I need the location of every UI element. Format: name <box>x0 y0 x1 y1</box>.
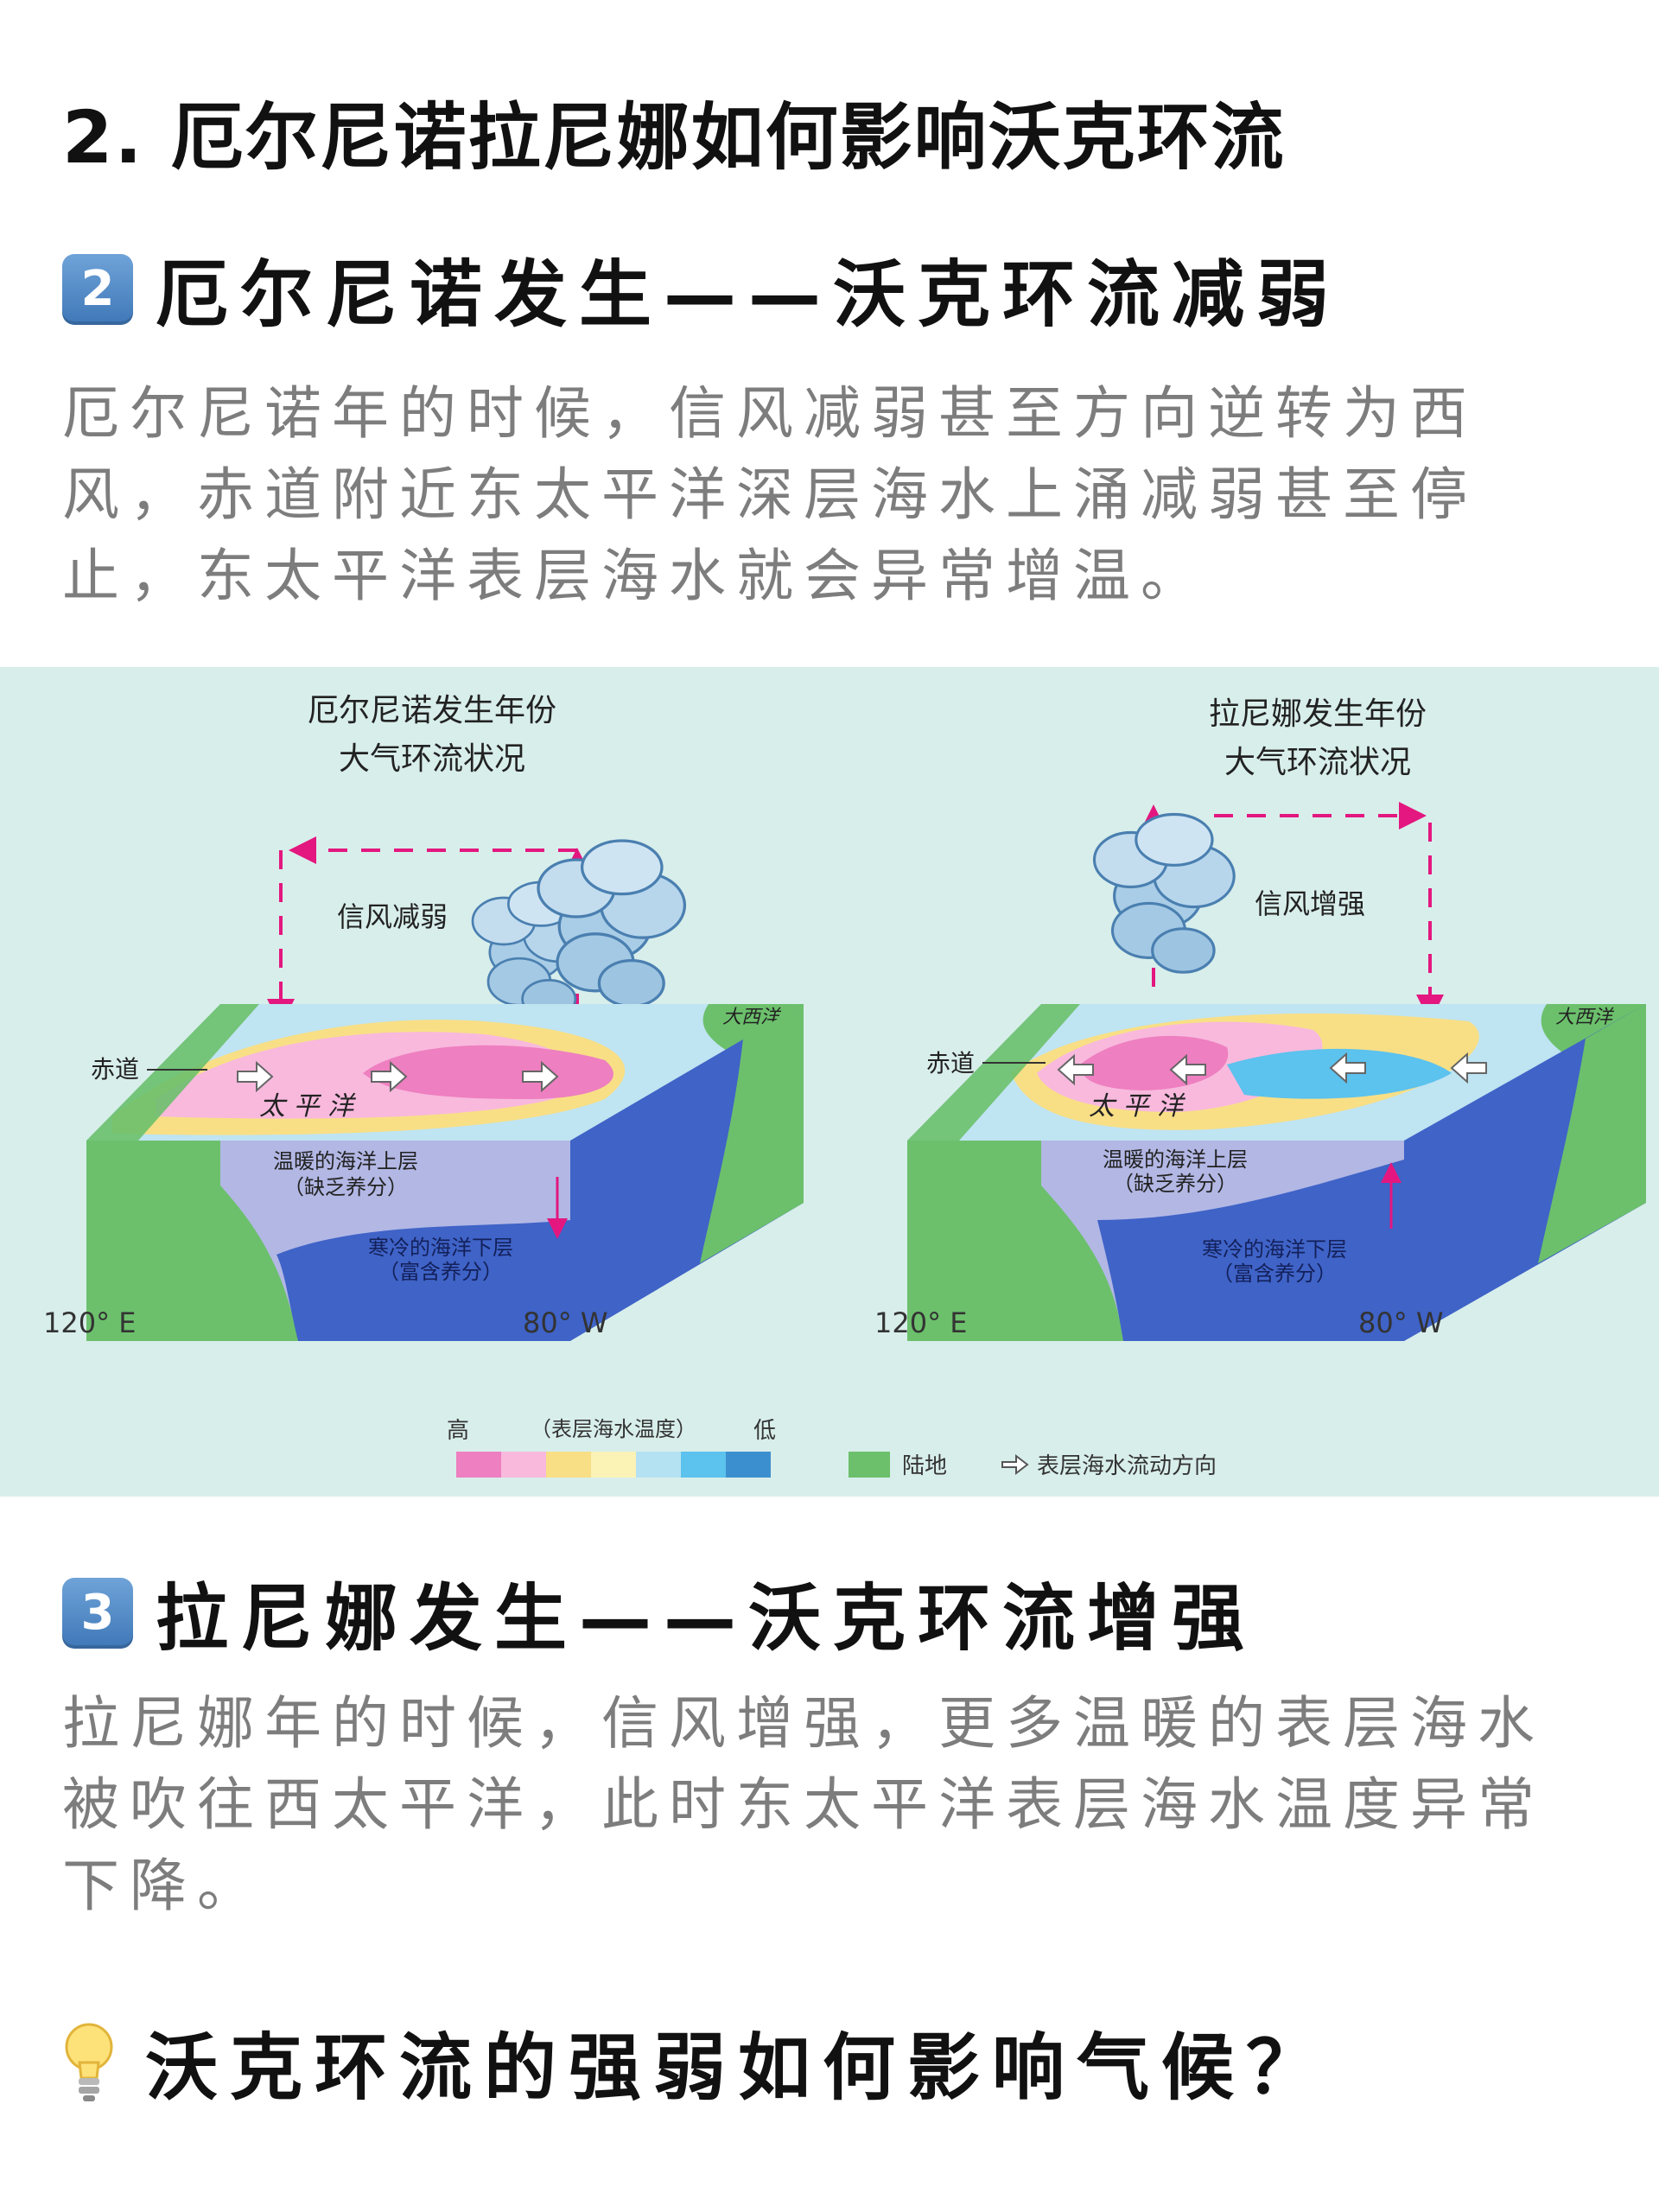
section-lanina-text: 拉尼娜年的时候，信风增强，更多温暖的表层海水被吹往西太平洋，此时东太平洋表层海水… <box>62 1690 1545 1919</box>
legend-scale-swatch <box>546 1452 591 1478</box>
legend-land-swatch <box>849 1452 890 1478</box>
legend-flow-arrow-icon <box>1001 1453 1029 1476</box>
lightbulb-icon <box>65 2023 113 2101</box>
elnino-cold-layer <box>276 1220 570 1341</box>
elnino-lower-layer-note: （富含养分） <box>378 1260 503 1284</box>
legend-scale-swatch <box>636 1452 681 1478</box>
section-lanina-title: 拉尼娜发生——沃克环流增强 <box>156 1576 1257 1661</box>
elnino-lower-layer-label: 寒冷的海洋下层 <box>368 1236 513 1260</box>
elnino-lon-left: 120° E <box>43 1306 136 1339</box>
elnino-upper-layer-note: （缺乏养分） <box>283 1175 408 1199</box>
figure-legend: 高 （表层海水温度） 低 陆地 表层海水流动方向 <box>447 1417 1217 1479</box>
legend-scale-swatch <box>456 1452 501 1478</box>
lanina-panel-subtitle: 大气环流状况 <box>1224 745 1411 780</box>
legend-land-label: 陆地 <box>902 1453 947 1479</box>
legend-high: 高 <box>447 1418 469 1444</box>
elnino-equator-label: 赤道 <box>91 1055 139 1084</box>
lanina-wind-label: 信风增强 <box>1255 887 1365 920</box>
elnino-ocean-label: 太 平 洋 <box>259 1091 356 1122</box>
elnino-upper-layer-label: 温暖的海洋上层 <box>273 1149 418 1173</box>
lanina-lon-left: 120° E <box>874 1306 967 1339</box>
section-elnino-text: 厄尔尼诺年的时候，信风减弱甚至方向逆转为西风，赤道附近东太平洋深层海水上涌减弱甚… <box>62 380 1478 609</box>
elnino-panel-title: 厄尔尼诺发生年份 <box>308 693 556 728</box>
lanina-lower-layer-label: 寒冷的海洋下层 <box>1202 1237 1347 1262</box>
legend-scale-swatch <box>681 1452 726 1478</box>
lanina-cold-layer <box>1097 1160 1404 1341</box>
number-3-badge-icon: 3 <box>62 1577 133 1649</box>
legend-scale-swatch <box>501 1452 546 1478</box>
question-line: 沃克环流的强弱如何影响气候？ <box>62 2010 1331 2114</box>
lanina-equator-label: 赤道 <box>926 1049 975 1077</box>
number-2-badge-icon: 2 <box>62 253 133 325</box>
lanina-ocean-label: 太 平 洋 <box>1089 1091 1185 1122</box>
lanina-upper-layer-note: （缺乏养分） <box>1113 1172 1237 1196</box>
legend-scale-swatch <box>591 1452 636 1478</box>
elnino-wind-label: 信风减弱 <box>337 900 448 933</box>
lanina-upper-layer-label: 温暖的海洋上层 <box>1103 1147 1248 1172</box>
page-heading: 2. 厄尔尼诺拉尼娜如何影响沃克环流 <box>62 95 1286 180</box>
legend-sst-label: （表层海水温度） <box>531 1417 696 1441</box>
lanina-flow-arrow-icon <box>1057 1052 1487 1086</box>
question-text: 沃克环流的强弱如何影响气候？ <box>145 2025 1332 2110</box>
section-elnino-header: 2 厄尔尼诺发生——沃克环流减弱 <box>62 237 1341 341</box>
section-elnino-title: 厄尔尼诺发生——沃克环流减弱 <box>156 252 1342 337</box>
legend-scale-swatch <box>726 1452 771 1478</box>
lanina-panel: 拉尼娜发生年份 大气环流状况 信风增强 大西洋 太 平 洋 赤道 <box>874 696 1646 1341</box>
legend-temperature-scale <box>456 1452 771 1478</box>
lanina-atlantic-label: 大西洋 <box>1555 1007 1615 1028</box>
lanina-cloud-icon <box>1092 812 1236 974</box>
elnino-lon-right: 80° W <box>523 1306 608 1339</box>
lanina-panel-title: 拉尼娜发生年份 <box>1209 696 1427 732</box>
walker-circulation-figure: 厄尔尼诺发生年份 大气环流状况 信风减弱 大西洋 太 平 洋 赤道 <box>0 667 1659 1497</box>
lanina-lower-layer-note: （富含养分） <box>1212 1262 1337 1286</box>
walker-circulation-diagram: 厄尔尼诺发生年份 大气环流状况 信风减弱 大西洋 太 平 洋 赤道 <box>43 693 1646 1479</box>
elnino-panel-subtitle: 大气环流状况 <box>339 741 525 777</box>
elnino-panel: 厄尔尼诺发生年份 大气环流状况 信风减弱 大西洋 太 平 洋 赤道 <box>43 693 804 1341</box>
legend-low: 低 <box>753 1418 776 1444</box>
section-lanina-header: 3 拉尼娜发生——沃克环流增强 <box>62 1560 1256 1665</box>
elnino-flow-arrow-icon <box>237 1060 559 1093</box>
lanina-lon-right: 80° W <box>1358 1306 1444 1339</box>
legend-flow-label: 表层海水流动方向 <box>1037 1453 1217 1479</box>
